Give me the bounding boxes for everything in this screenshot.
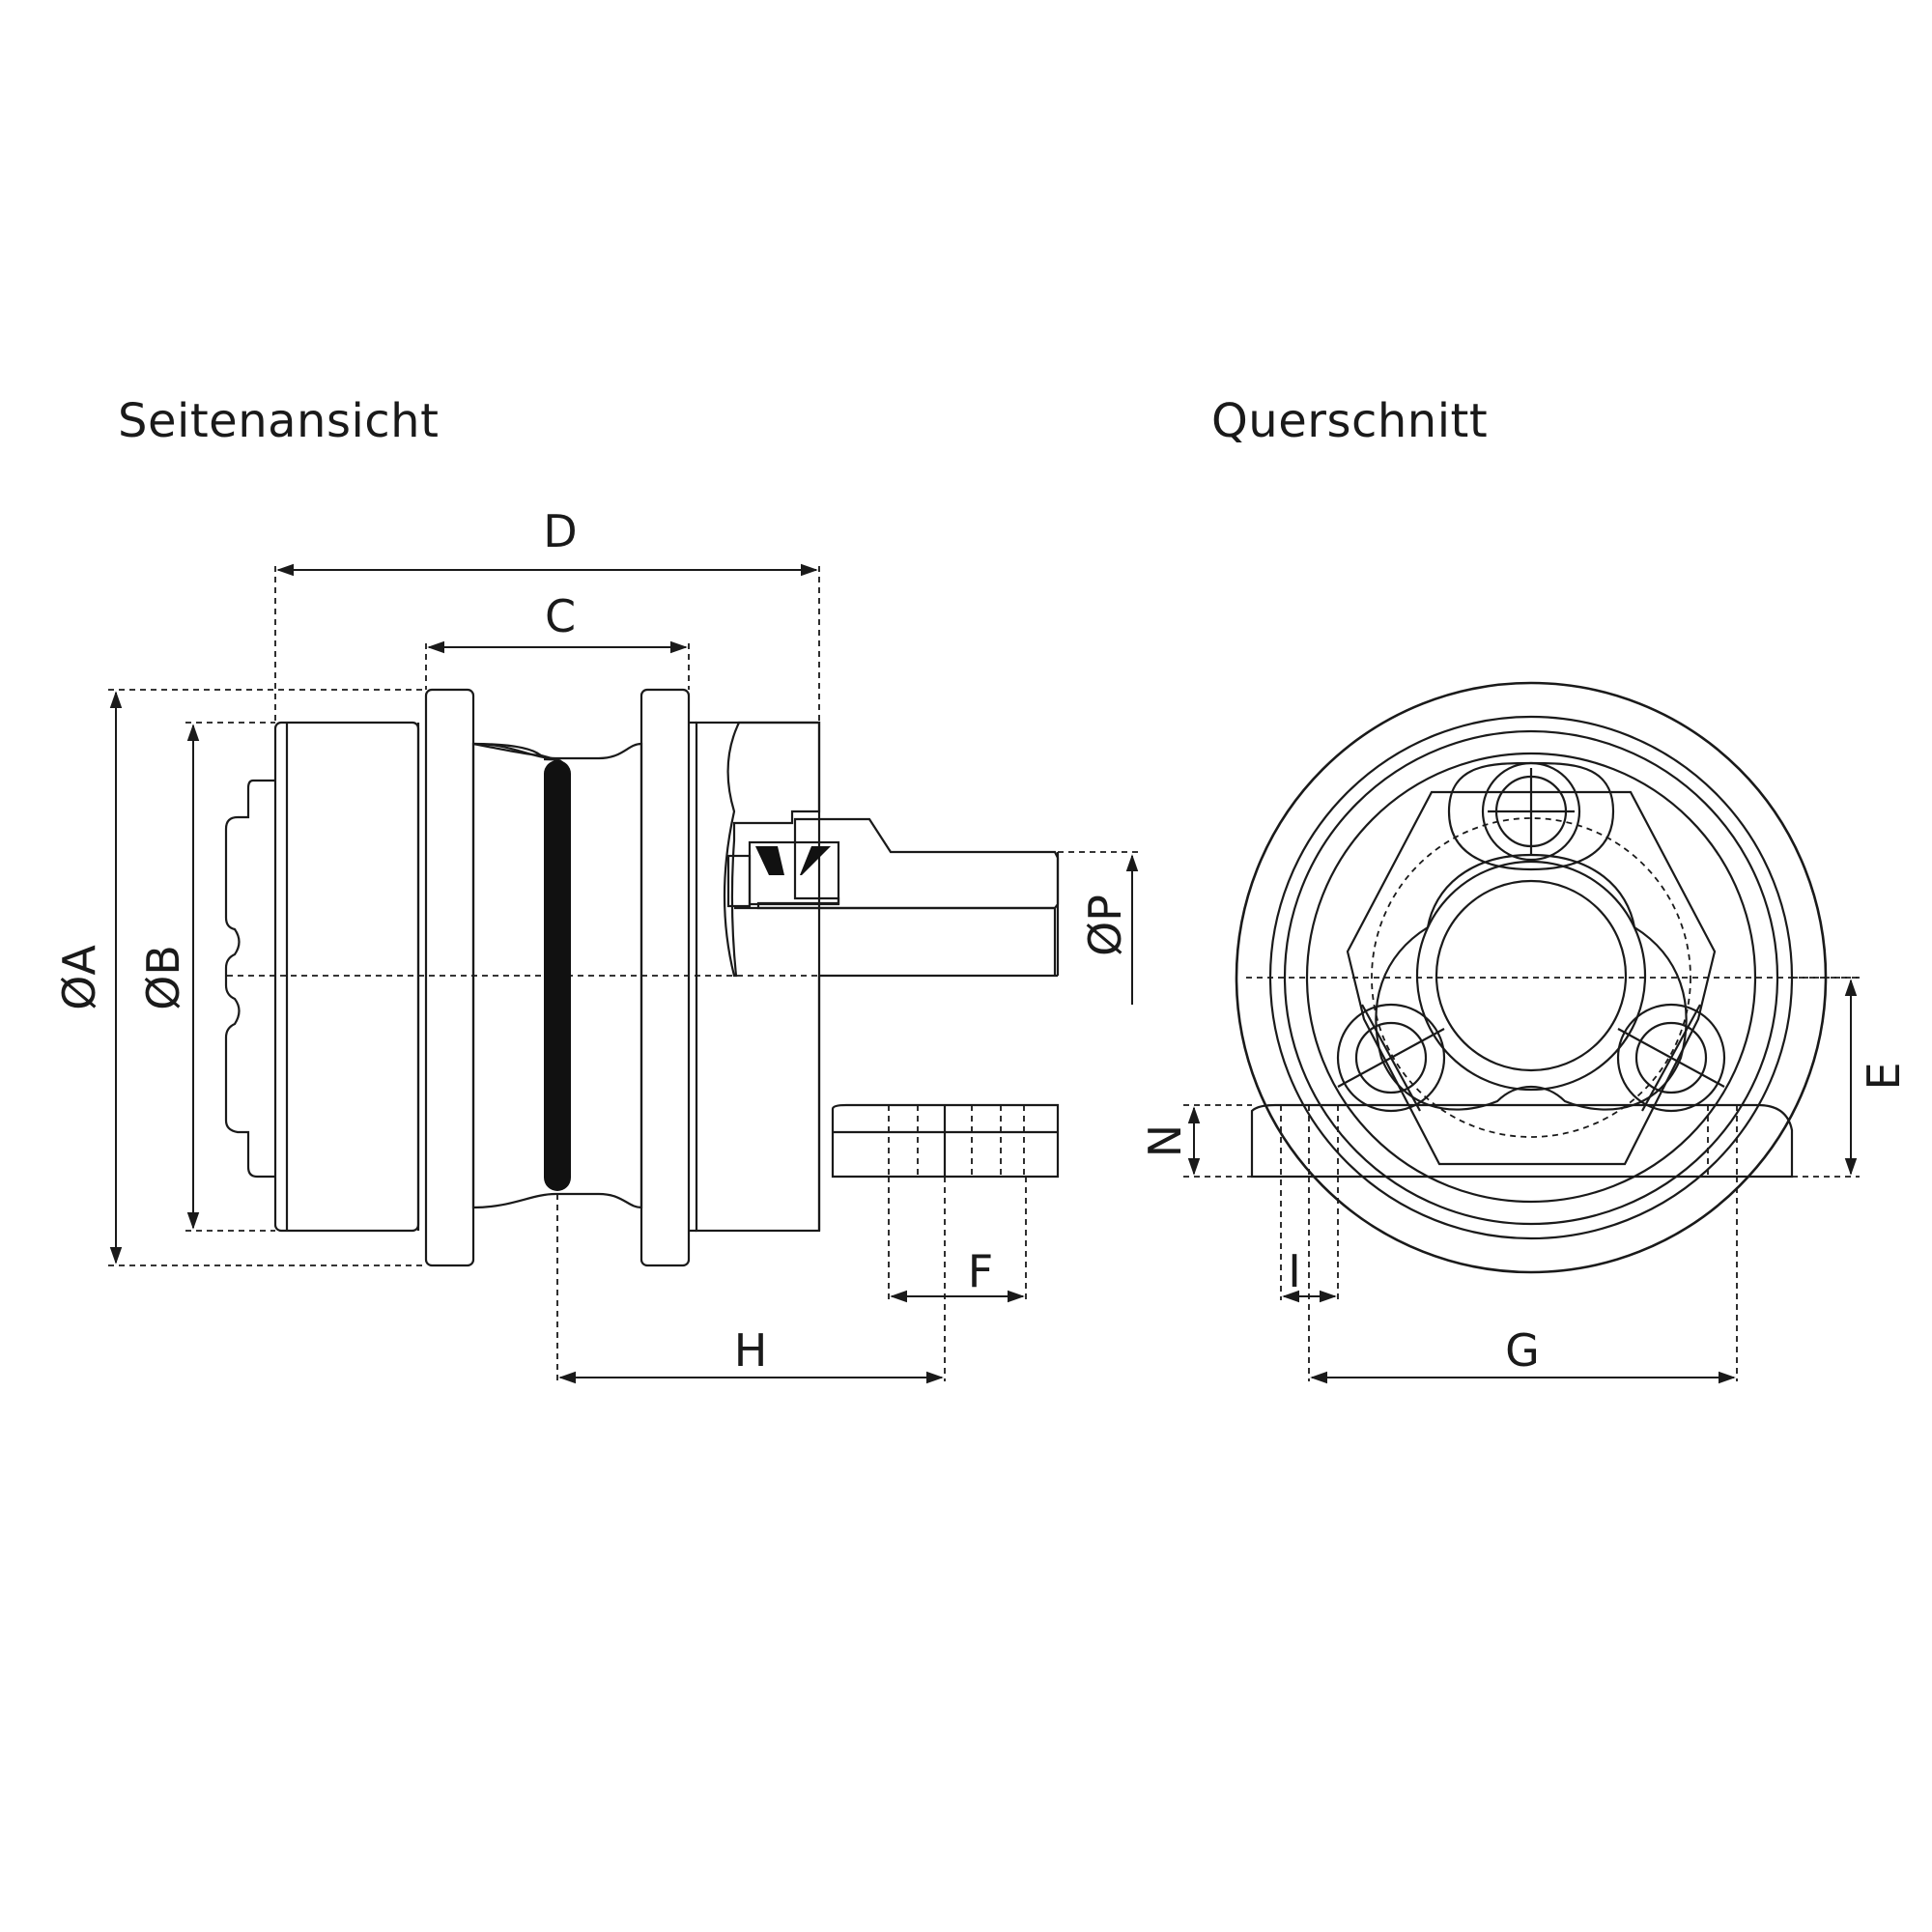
dim-d-label: D bbox=[543, 505, 577, 557]
end-cap-knobs bbox=[224, 779, 275, 1179]
hex-frame bbox=[1346, 790, 1717, 1166]
side-view bbox=[224, 688, 1060, 1267]
dim-f-label: F bbox=[968, 1245, 993, 1297]
shaft-bore bbox=[734, 906, 1057, 976]
tri-lobe-body bbox=[1375, 853, 1688, 1111]
seal-lip-right bbox=[800, 846, 831, 875]
dim-i-label: I bbox=[1288, 1245, 1301, 1297]
roller-left-outer bbox=[1336, 1003, 1446, 1113]
roller-left-axis-b bbox=[1361, 1004, 1421, 1112]
bolt-circle bbox=[1371, 817, 1691, 1138]
rope-groove bbox=[473, 700, 639, 763]
roller-right-axis-b bbox=[1641, 1004, 1701, 1112]
dim-a-label: ØA bbox=[53, 945, 105, 1010]
bearing-housing-section bbox=[723, 721, 821, 978]
mounting-base bbox=[831, 1103, 1060, 1179]
shaft-section bbox=[756, 817, 1060, 910]
right-flange bbox=[639, 688, 691, 1267]
center-shaft bbox=[1435, 879, 1628, 1072]
side-view-title: Seitenansicht bbox=[118, 394, 440, 448]
dim-p-label: ØP bbox=[1079, 895, 1131, 956]
housing-circle bbox=[1305, 752, 1757, 1204]
groove-body bbox=[472, 742, 564, 765]
left-hub bbox=[273, 721, 420, 1233]
o-ring bbox=[544, 760, 571, 1191]
dim-n-label: N bbox=[1139, 1124, 1191, 1157]
seal-lip-left bbox=[755, 846, 784, 875]
cross-section-title: Querschnitt bbox=[1211, 394, 1489, 448]
roller-right-outer bbox=[1616, 1003, 1726, 1113]
dim-h-label: H bbox=[734, 1324, 768, 1377]
cross-section-view bbox=[1235, 681, 1860, 1274]
center-shaft-outer bbox=[1415, 860, 1647, 1092]
roller-right bbox=[1634, 1021, 1708, 1094]
roller-top-outer bbox=[1481, 761, 1581, 862]
roller-left bbox=[1354, 1021, 1428, 1094]
right-housing bbox=[695, 721, 821, 1233]
seal-retainer bbox=[726, 854, 752, 908]
section-base-plate bbox=[1250, 1103, 1794, 1179]
side-dimensions: D C ØA ØB ØP F H bbox=[53, 505, 1140, 1384]
left-flange bbox=[424, 688, 475, 1267]
dim-b-label: ØB bbox=[137, 945, 189, 1010]
dim-g-label: G bbox=[1505, 1324, 1540, 1377]
section-dimensions: E N I G bbox=[1139, 977, 1910, 1384]
tri-lobe-top bbox=[1447, 761, 1615, 871]
dim-e-label: E bbox=[1858, 1062, 1910, 1090]
dim-c-label: C bbox=[545, 590, 576, 642]
